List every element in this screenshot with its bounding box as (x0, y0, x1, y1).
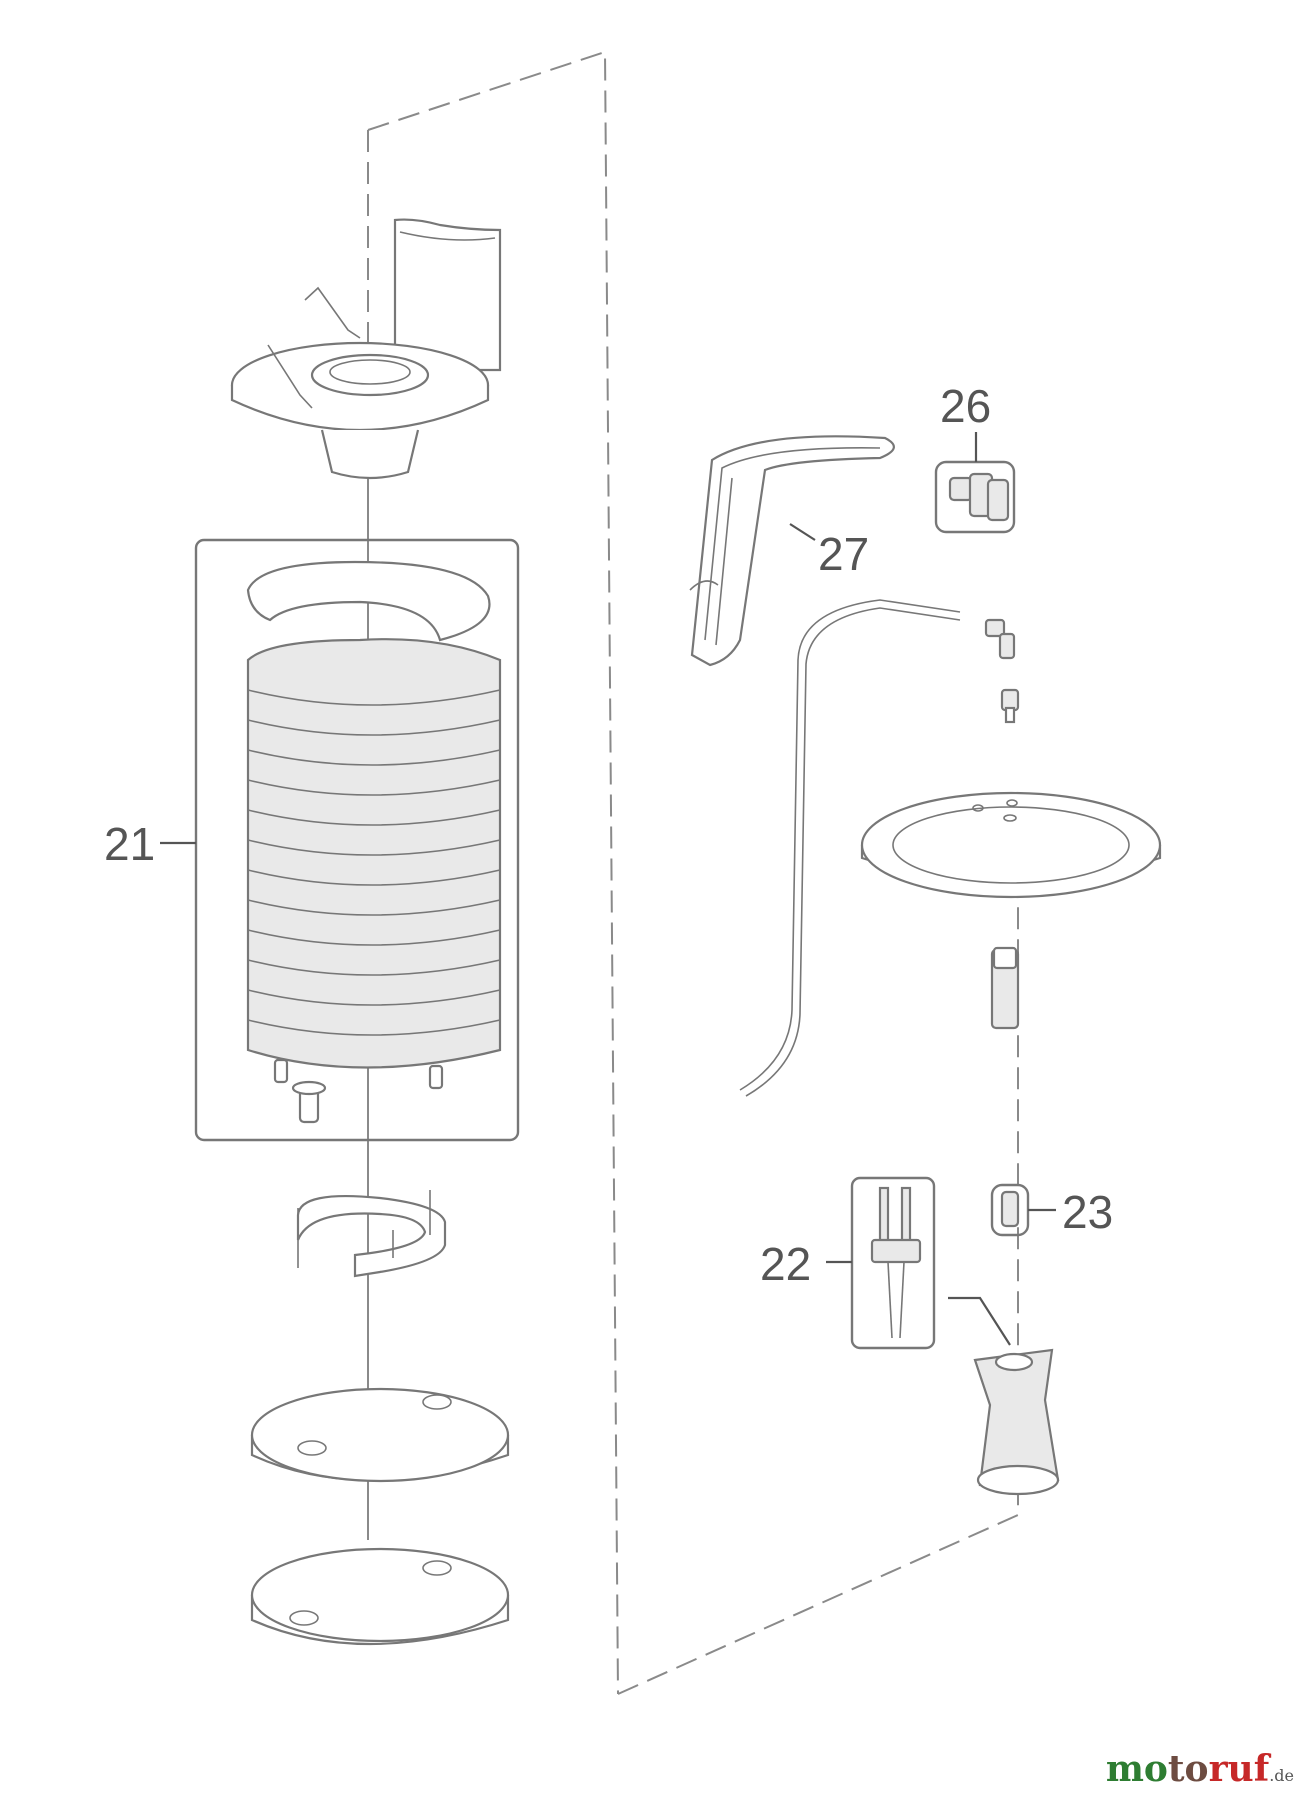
mounting-plate-part (860, 791, 1162, 899)
callout-label-26: 26 (940, 380, 991, 432)
top-cover-part (230, 218, 502, 480)
callout-label-27: 27 (818, 528, 869, 580)
watermark-mo: mo (1105, 1748, 1168, 1790)
watermark-suffix: .de (1269, 1766, 1294, 1785)
sensor-wire-part (739, 599, 1020, 1097)
retaining-clip-part (296, 1190, 447, 1278)
callout-label-21: 21 (104, 818, 155, 870)
callout-label-22: 22 (760, 1238, 811, 1290)
heat-exchanger-coil-part (194, 538, 520, 1142)
fitting-part (934, 460, 1016, 534)
nozzle-part (990, 1183, 1030, 1237)
insulation-disc-lower-part (250, 1547, 510, 1646)
nozzle-tube-part (990, 946, 1020, 1030)
callout-box-21 (194, 538, 520, 1142)
watermark-to: to (1167, 1748, 1209, 1790)
callout-leaders (160, 432, 1056, 1264)
watermark-ruf: ruf (1208, 1748, 1270, 1790)
ignition-electrode-part (850, 1176, 1011, 1350)
motoruf-watermark: motoruf.de (1106, 1748, 1294, 1790)
burner-head-block-part (973, 1348, 1060, 1496)
insulation-disc-upper-part (250, 1387, 510, 1483)
callout-label-23: 23 (1062, 1186, 1113, 1238)
bracket-hose-part (689, 435, 895, 667)
